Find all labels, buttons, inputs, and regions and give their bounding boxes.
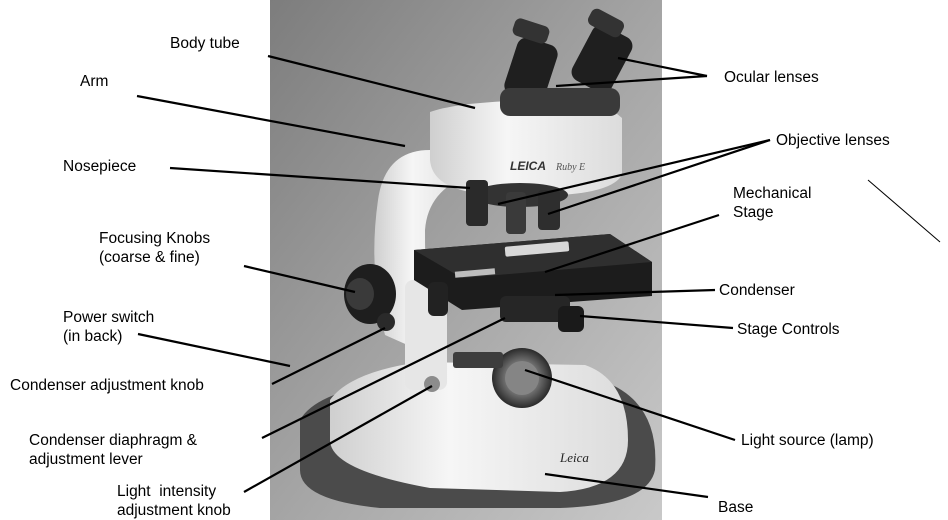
leader-body-tube	[268, 56, 475, 108]
leader-focusing-knobs	[244, 266, 355, 292]
leader-condenser-diaphragm	[262, 318, 505, 438]
label-light-intensity: Light intensity adjustment knob	[117, 482, 231, 520]
leader-light-intensity	[244, 386, 432, 492]
label-stage-controls-text: Stage Controls	[737, 321, 840, 338]
label-focusing-knobs-line2: (coarse & fine)	[99, 248, 210, 267]
label-body-tube: Body tube	[170, 34, 240, 53]
label-body-tube-text: Body tube	[170, 35, 240, 52]
leader-nosepiece	[170, 168, 470, 188]
label-condenser-diaphragm-line1: Condenser diaphragm &	[29, 431, 197, 450]
label-power-switch-line1: Power switch	[63, 308, 154, 327]
label-mechanical-stage: Mechanical Stage	[733, 184, 811, 222]
leader-power-switch	[138, 334, 290, 366]
leader-ocular-1	[556, 76, 707, 86]
label-condenser-diaphragm: Condenser diaphragm & adjustment lever	[29, 431, 197, 469]
leader-stage-controls	[580, 316, 733, 328]
label-condenser-adjustment-knob-text: Condenser adjustment knob	[10, 377, 204, 394]
label-power-switch: Power switch (in back)	[63, 308, 154, 346]
leader-arm	[137, 96, 405, 146]
label-ocular-lenses: Ocular lenses	[724, 68, 819, 87]
label-arm: Arm	[80, 72, 108, 91]
leader-condenser-knob	[272, 328, 385, 384]
label-light-source-text: Light source (lamp)	[741, 432, 874, 449]
label-condenser-diaphragm-line2: adjustment lever	[29, 450, 197, 469]
label-focusing-knobs: Focusing Knobs (coarse & fine)	[99, 229, 210, 267]
label-light-source: Light source (lamp)	[741, 431, 874, 450]
leader-base	[545, 474, 708, 497]
label-light-intensity-line1: Light intensity	[117, 482, 231, 501]
leader-light-source	[525, 370, 735, 440]
label-condenser: Condenser	[719, 281, 795, 300]
label-nosepiece-text: Nosepiece	[63, 158, 136, 175]
leader-ocular-2	[618, 58, 707, 76]
label-objective-lenses-text: Objective lenses	[776, 132, 890, 149]
label-ocular-lenses-text: Ocular lenses	[724, 69, 819, 86]
label-arm-text: Arm	[80, 73, 108, 90]
label-condenser-adjustment-knob: Condenser adjustment knob	[10, 376, 204, 395]
leader-condenser	[555, 290, 715, 295]
label-mechanical-stage-line1: Mechanical	[733, 184, 811, 203]
label-objective-lenses: Objective lenses	[776, 131, 890, 150]
leader-unlabeled	[868, 180, 940, 242]
leader-mechanical-stage	[545, 215, 719, 272]
label-condenser-text: Condenser	[719, 282, 795, 299]
label-stage-controls: Stage Controls	[737, 320, 840, 339]
label-focusing-knobs-line1: Focusing Knobs	[99, 229, 210, 248]
label-light-intensity-line2: adjustment knob	[117, 501, 231, 520]
leader-objective-1	[498, 140, 770, 204]
label-base-text: Base	[718, 499, 753, 516]
label-nosepiece: Nosepiece	[63, 157, 136, 176]
label-mechanical-stage-line2: Stage	[733, 203, 811, 222]
label-base: Base	[718, 498, 753, 517]
label-power-switch-line2: (in back)	[63, 327, 154, 346]
